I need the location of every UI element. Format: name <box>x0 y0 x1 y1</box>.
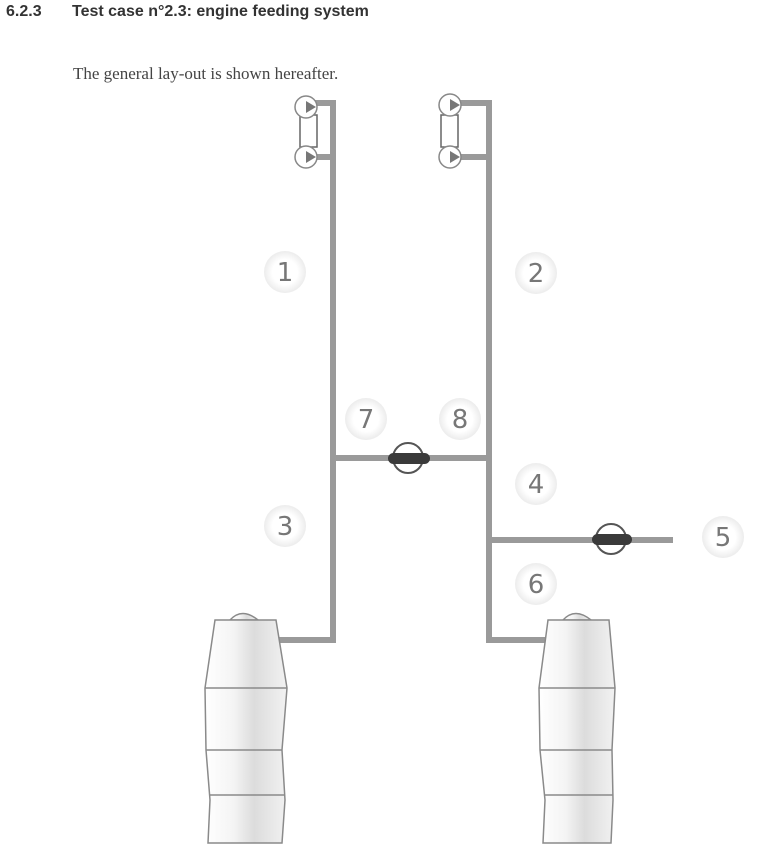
engine-right-body <box>538 619 616 844</box>
section-number: 6.2.3 <box>6 3 42 20</box>
label-6-halo <box>515 563 557 605</box>
tank-right <box>440 114 459 148</box>
label-2-halo <box>515 252 557 294</box>
label-3-halo <box>264 505 306 547</box>
label-5: 5 <box>715 523 732 553</box>
label-8-halo <box>439 398 481 440</box>
section-title: Test case n°2.3: engine feeding system <box>72 3 369 20</box>
label-1-halo <box>264 251 306 293</box>
crossfeed-valve <box>388 442 430 474</box>
engine-right-cap <box>561 612 594 621</box>
line-5-valve <box>592 523 632 555</box>
label-3: 3 <box>277 512 294 542</box>
pump-right-bottom-arrow <box>450 151 460 163</box>
tank-pump-left <box>294 95 318 169</box>
section-heading: 6.2.3 Test case n°2.3: engine feeding sys… <box>6 3 369 21</box>
pipe-2 <box>458 100 545 643</box>
line-5-valve-bar <box>592 534 632 545</box>
label-4-halo <box>515 463 557 505</box>
pump-right-top-arrow <box>450 99 460 111</box>
label-8: 8 <box>452 405 469 435</box>
crossfeed-valve-bar <box>388 453 430 464</box>
engine-left-cap <box>228 612 261 621</box>
pump-left-bottom-arrow <box>306 151 316 163</box>
label-2: 2 <box>528 259 545 289</box>
pipe-1 <box>275 100 336 643</box>
label-6: 6 <box>528 570 545 600</box>
engine-right <box>538 612 616 844</box>
engine-left-body <box>204 619 288 844</box>
label-4: 4 <box>528 470 545 500</box>
pipe-network <box>275 100 673 643</box>
label-7-halo <box>345 398 387 440</box>
pump-left-top-arrow <box>306 101 316 113</box>
label-5-halo <box>702 516 744 558</box>
tank-pump-right <box>438 93 462 169</box>
engine-left <box>204 612 288 844</box>
label-1: 1 <box>277 258 294 288</box>
label-7: 7 <box>358 405 375 435</box>
tank-left <box>299 114 318 148</box>
intro-text: The general lay-out is shown hereafter. <box>73 64 339 83</box>
segment-labels: 1 2 3 4 5 6 7 8 <box>264 251 744 605</box>
